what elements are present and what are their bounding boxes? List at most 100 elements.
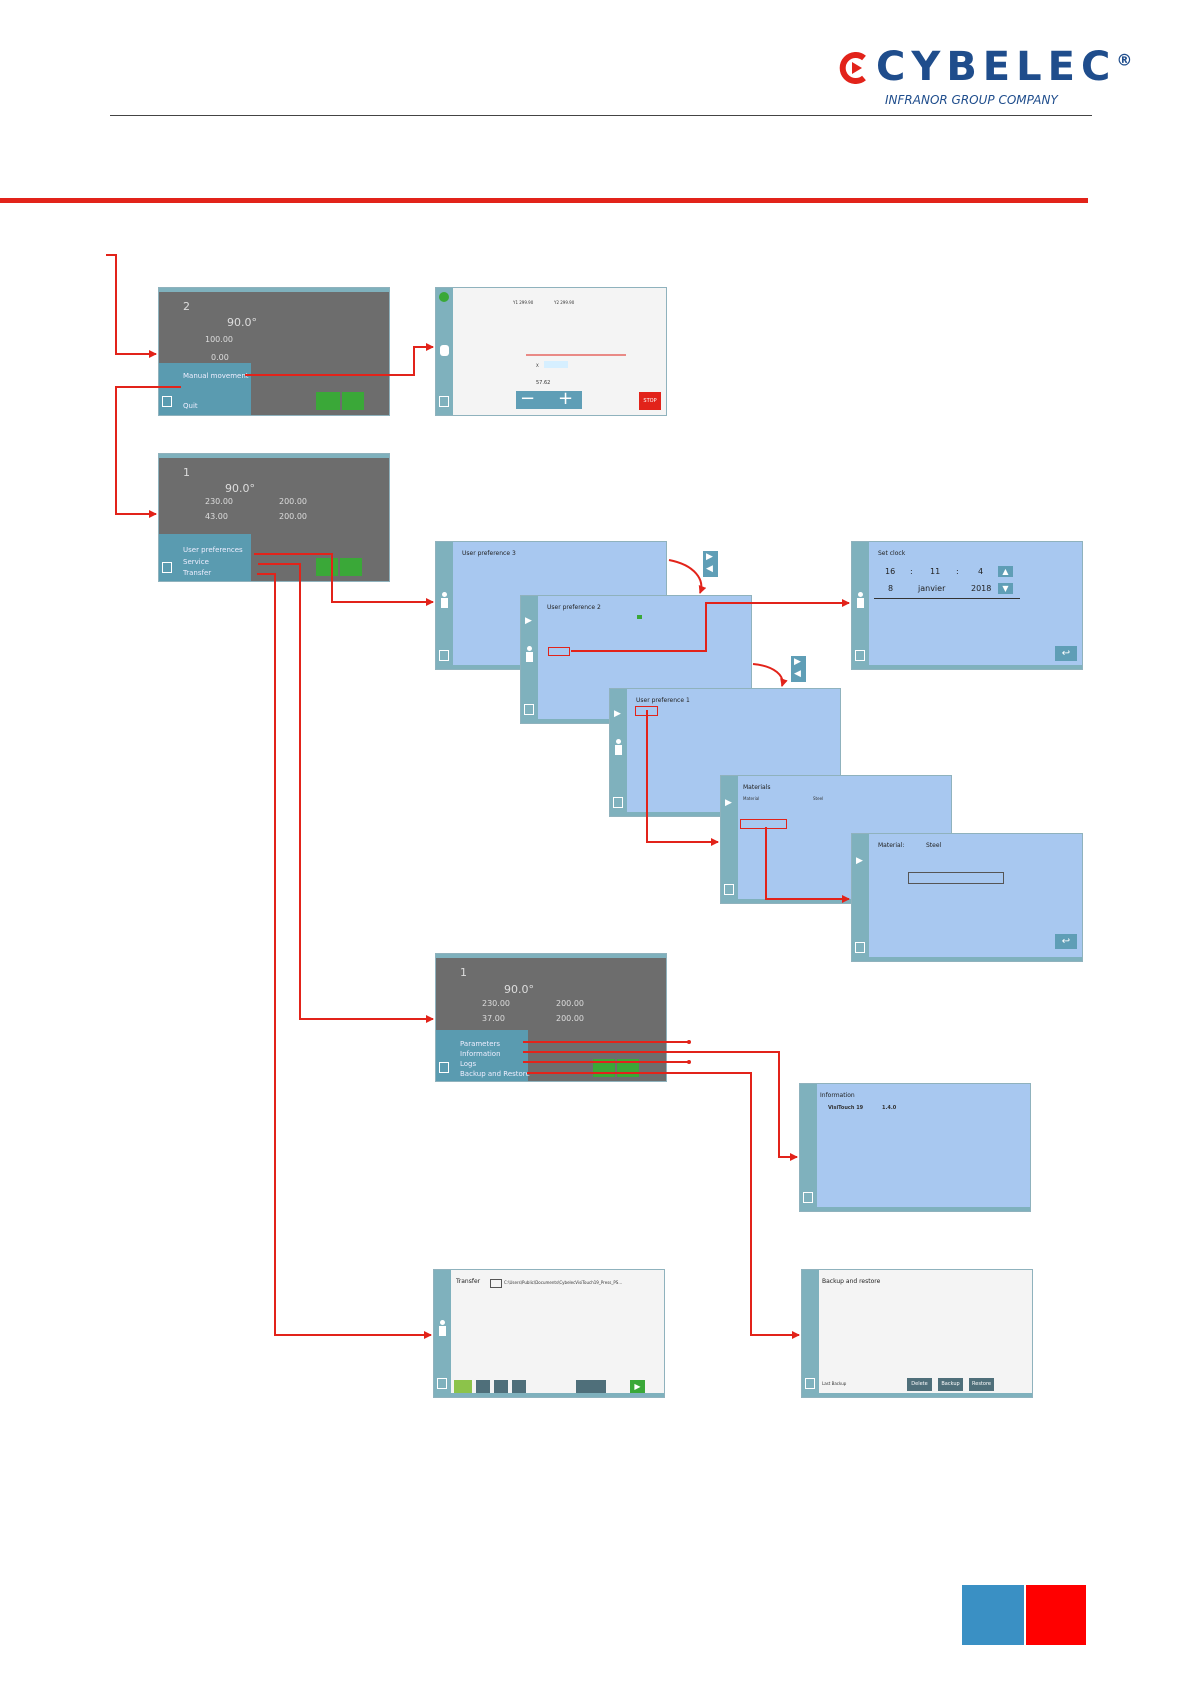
connector-set-clock — [571, 599, 850, 652]
document-icon[interactable] — [855, 942, 865, 953]
action-button-2[interactable] — [494, 1380, 508, 1393]
program-button[interactable] — [340, 558, 362, 576]
user-icon — [439, 592, 449, 608]
status-indicator — [637, 615, 642, 619]
next-page-icon[interactable]: ▶ — [614, 709, 621, 719]
x-axis-input[interactable] — [544, 361, 568, 368]
start-button[interactable]: ▶ — [630, 1380, 645, 1393]
user-icon — [524, 646, 534, 662]
backup-restore-screen: Backup and restore Last Backup Delete Ba… — [801, 1269, 1033, 1398]
material-label: Material — [743, 796, 760, 801]
document-icon[interactable] — [439, 396, 449, 407]
pref3-pref2-link — [668, 559, 707, 594]
service-menu-screen: 1 90.0° 230.00 200.00 200.00 37.00 Param… — [435, 953, 667, 1082]
increment-button[interactable]: ▲ — [998, 566, 1013, 577]
connector-dot-parameters — [687, 1040, 691, 1044]
program-button[interactable] — [342, 392, 364, 410]
connector-transfer — [257, 573, 432, 1339]
screen-title: User preference 2 — [547, 604, 601, 611]
usb-button[interactable] — [454, 1380, 472, 1393]
document-icon[interactable] — [162, 396, 172, 407]
menu-item-manual-movement[interactable]: Manual movement — [183, 372, 249, 380]
menu-item-transfer[interactable]: Transfer — [183, 569, 212, 577]
value-4: 43.00 — [205, 512, 228, 521]
menu-panel — [159, 363, 251, 415]
clock-minute[interactable]: 11 — [930, 567, 941, 576]
connector-service — [258, 563, 434, 1023]
registered-mark: ® — [1116, 50, 1133, 70]
menu-item-user-preferences[interactable]: User preferences — [183, 546, 243, 554]
software-name: VisiTouch 19 — [828, 1105, 864, 1111]
hand-icon — [440, 345, 449, 356]
material-name: Steel — [926, 842, 942, 849]
document-icon[interactable] — [162, 562, 172, 573]
back-button[interactable]: ↩ — [1055, 934, 1077, 949]
brand-name: CYBELEC® — [876, 44, 1133, 90]
minus-button[interactable]: − — [520, 388, 536, 409]
document-icon[interactable] — [437, 1378, 447, 1389]
clock-second[interactable]: 4 — [978, 567, 984, 576]
clock-hour[interactable]: 16 — [885, 567, 896, 576]
document-icon[interactable] — [805, 1378, 815, 1389]
menu-item-quit[interactable]: Quit — [183, 402, 198, 410]
connector-dot-logs — [687, 1060, 691, 1064]
menu-item-backup-and-restore[interactable]: Backup and Restore — [460, 1070, 530, 1078]
delete-button[interactable]: Delete — [907, 1378, 932, 1391]
value-4: 37.00 — [482, 1014, 505, 1023]
menu-item-information[interactable]: Information — [460, 1050, 501, 1058]
menu-item-parameters[interactable]: Parameters — [460, 1040, 501, 1048]
value-3: 200.00 — [556, 1014, 584, 1023]
decrement-button[interactable]: ▼ — [998, 583, 1013, 594]
menu-item-service[interactable]: Service — [183, 558, 209, 566]
settings-button[interactable] — [512, 1380, 526, 1393]
angle-value: 90.0° — [225, 482, 255, 495]
page-nav-arrows[interactable]: ▶◀ — [703, 551, 718, 577]
set-clock-highlight — [548, 647, 570, 656]
document-icon[interactable] — [524, 704, 534, 715]
next-page-icon[interactable]: ▶ — [525, 616, 532, 626]
connector-to-tools — [115, 386, 181, 518]
header-divider — [110, 115, 1092, 116]
bend-button[interactable] — [316, 392, 340, 410]
connector-thickness — [765, 827, 850, 903]
back-button[interactable]: ↩ — [1055, 646, 1077, 661]
document-icon[interactable] — [439, 650, 449, 661]
angle-value: 90.0° — [227, 316, 257, 329]
clock-sep-1: : — [910, 567, 913, 576]
set-clock-screen: Set clock 16 : 11 : 4 8 janvier 2018 ▲ ▼… — [851, 541, 1083, 670]
action-button-1[interactable] — [476, 1380, 490, 1393]
transfer-button[interactable] — [576, 1380, 606, 1393]
document-icon[interactable] — [439, 1062, 449, 1073]
connector-information — [523, 1051, 798, 1161]
menu-panel — [159, 534, 251, 581]
connector-manual-movement — [245, 343, 434, 376]
clock-year[interactable]: 2018 — [971, 584, 992, 593]
next-page-icon[interactable]: ▶ — [725, 798, 732, 808]
pref2-pref1-link — [752, 663, 788, 687]
value-2: 200.00 — [279, 497, 307, 506]
value-1: 230.00 — [205, 497, 233, 506]
document-icon[interactable] — [803, 1192, 813, 1203]
menu-item-logs[interactable]: Logs — [460, 1060, 477, 1068]
warning-line — [526, 354, 626, 356]
axis-value: 57.62 — [536, 380, 551, 386]
stop-button[interactable]: STOP — [639, 392, 661, 410]
document-icon[interactable] — [724, 884, 734, 895]
document-icon[interactable] — [855, 650, 865, 661]
screen-title: Backup and restore — [822, 1278, 881, 1285]
minus-plus-bar — [516, 391, 582, 409]
value-2: 0.00 — [211, 353, 229, 362]
document-icon[interactable] — [613, 797, 623, 808]
clock-month[interactable]: janvier — [918, 584, 946, 593]
folder-icon[interactable] — [490, 1279, 502, 1288]
restore-button[interactable]: Restore — [969, 1378, 994, 1391]
next-page-icon[interactable]: ▶ — [856, 856, 863, 866]
tools-menu-screen: 1 90.0° 230.00 200.00 200.00 43.00 User … — [158, 453, 390, 582]
plus-button[interactable]: + — [558, 388, 574, 409]
page-nav-arrows[interactable]: ▶◀ — [791, 656, 806, 682]
screen-title: Information — [820, 1092, 855, 1099]
clock-day[interactable]: 8 — [888, 584, 894, 593]
connector-backup — [527, 1072, 800, 1339]
manual-movement-screen: Y1 299.90 Y2 299.90 X 57.62 − + STOP — [435, 287, 667, 416]
backup-button[interactable]: Backup — [938, 1378, 963, 1391]
